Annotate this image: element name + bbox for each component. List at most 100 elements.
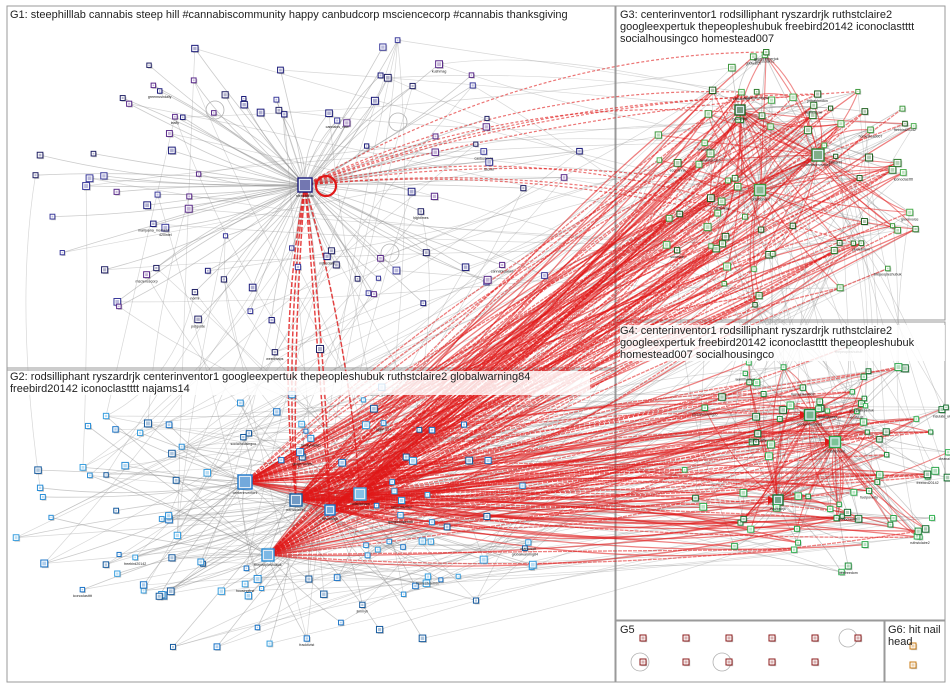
edge-red — [304, 51, 767, 186]
edge-gray — [207, 142, 705, 272]
node-avatar — [145, 421, 150, 426]
node — [114, 570, 121, 577]
edge-gray — [225, 184, 306, 237]
node — [862, 403, 869, 409]
node-avatar — [171, 645, 174, 648]
node-avatar — [813, 636, 817, 640]
edge-gray — [304, 85, 413, 186]
edge-gray — [304, 100, 376, 186]
edge-red — [267, 410, 857, 556]
edge-red — [809, 414, 931, 433]
edge-red — [809, 414, 926, 530]
hub-g3-c-avatar — [737, 107, 743, 113]
node — [370, 404, 378, 413]
node-label: socialhousingco — [744, 96, 770, 100]
edge-gray — [304, 74, 472, 186]
node — [373, 502, 380, 509]
node-label: jeffreylondon — [806, 99, 828, 103]
node-avatar — [388, 540, 390, 543]
group-panel-g5 — [615, 620, 885, 683]
node — [316, 344, 324, 353]
node-avatar — [175, 533, 180, 538]
node — [528, 560, 537, 569]
node — [90, 150, 97, 157]
edge-gray — [153, 85, 306, 186]
node — [139, 581, 148, 589]
edge-gray — [128, 103, 306, 186]
node-label: solarsue — [670, 255, 684, 259]
edge-gray — [87, 425, 269, 556]
node — [525, 539, 532, 546]
edge-gray — [405, 211, 430, 458]
edge-gray — [329, 509, 423, 639]
node — [853, 408, 860, 415]
node — [828, 105, 834, 111]
node-avatar — [463, 423, 466, 426]
node-avatar — [840, 570, 843, 574]
node — [383, 73, 392, 82]
node — [424, 492, 431, 498]
node — [278, 457, 285, 464]
node-avatar — [482, 150, 486, 153]
node-avatar — [664, 243, 669, 247]
node — [768, 658, 776, 666]
node-avatar — [142, 589, 145, 592]
node-avatar — [205, 471, 210, 475]
node-avatar — [832, 249, 836, 252]
node-avatar — [755, 441, 758, 444]
node — [836, 284, 844, 292]
edge-gray — [129, 103, 708, 228]
edge-gray — [168, 490, 809, 520]
node-avatar — [457, 575, 459, 577]
node — [485, 158, 494, 166]
node — [244, 592, 253, 600]
edge-red — [304, 177, 854, 244]
node — [461, 263, 470, 271]
edge-red — [267, 381, 757, 556]
node — [735, 117, 741, 123]
node — [154, 191, 161, 198]
node-avatar — [826, 410, 828, 412]
node — [752, 302, 758, 308]
node-avatar — [838, 503, 840, 505]
group-panels — [6, 5, 946, 683]
node — [461, 421, 468, 428]
node — [816, 398, 823, 405]
node — [325, 109, 333, 118]
node-avatar — [522, 187, 525, 190]
node-avatar — [445, 525, 449, 529]
node — [277, 66, 284, 74]
node-avatar — [336, 119, 339, 122]
node-avatar — [923, 527, 928, 531]
edge-gray — [304, 183, 524, 189]
edge-gray — [777, 499, 866, 545]
edge-gray — [834, 441, 919, 532]
node-avatar — [115, 509, 118, 512]
node-avatar — [723, 282, 725, 285]
node — [156, 88, 163, 94]
node-avatar — [708, 151, 713, 156]
edge-gray — [171, 517, 837, 559]
edge-red — [329, 113, 709, 511]
node-avatar — [867, 370, 870, 373]
node-avatar — [340, 460, 344, 465]
node — [484, 457, 492, 465]
edge-red — [777, 418, 917, 501]
node — [416, 427, 423, 433]
edge-red — [329, 113, 709, 511]
node-avatar — [710, 245, 712, 247]
edge-gray — [387, 75, 813, 116]
node-label: thepeopleshubuk — [874, 273, 902, 277]
edge-gray — [304, 184, 375, 295]
node — [656, 157, 663, 163]
edge-gray — [105, 366, 899, 565]
node-avatar — [902, 366, 907, 371]
node-avatar — [729, 65, 734, 70]
node-avatar — [51, 215, 54, 218]
edge-gray — [105, 291, 196, 417]
node-avatar — [182, 116, 184, 118]
node-avatar — [754, 414, 758, 419]
node — [190, 77, 197, 84]
node — [49, 213, 56, 220]
node — [887, 521, 894, 528]
